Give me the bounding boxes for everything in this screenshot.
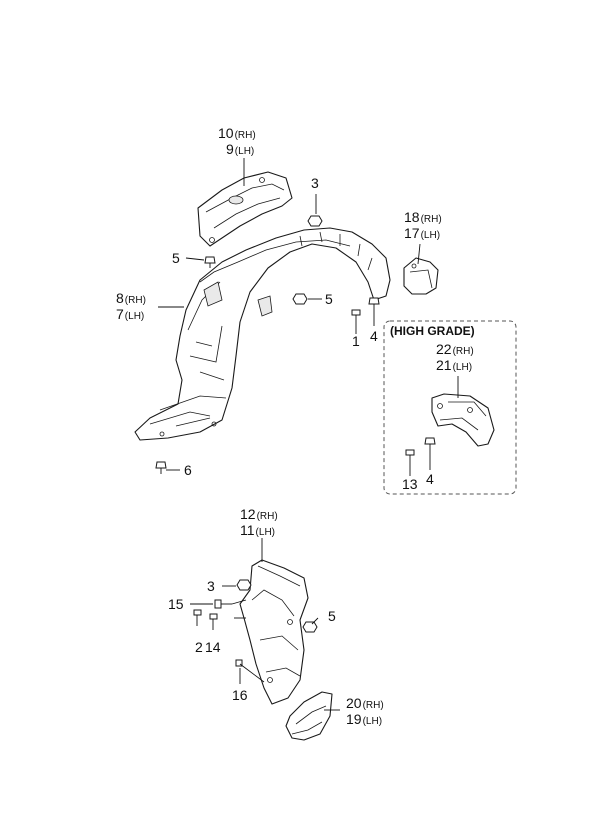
label-10: 10(RH) bbox=[218, 125, 256, 141]
clip-icon bbox=[368, 297, 380, 310]
rear-wheel-guard-part bbox=[239, 559, 309, 705]
label-18: 18(RH) bbox=[404, 209, 442, 225]
label-21: 21(LH) bbox=[436, 357, 472, 373]
label-2: 2 bbox=[195, 639, 203, 655]
label-7: 7(LH) bbox=[116, 306, 144, 322]
label-15: 15 bbox=[168, 596, 184, 612]
mud-flap-part bbox=[285, 691, 333, 741]
screw-icon bbox=[209, 613, 218, 630]
label-20: 20(RH) bbox=[346, 695, 384, 711]
label-6: 6 bbox=[184, 462, 192, 478]
front-wheel-liner-part bbox=[134, 227, 391, 441]
label-5-mid: 5 bbox=[325, 291, 333, 307]
high-grade-label: (HIGH GRADE) bbox=[390, 324, 475, 338]
hex-nut-icon bbox=[236, 579, 252, 591]
label-11: 11(LH) bbox=[240, 522, 275, 538]
screw-icon bbox=[405, 449, 415, 464]
liner-bracket-part bbox=[403, 257, 439, 295]
high-grade-flap-part bbox=[431, 393, 495, 447]
screw-icon bbox=[193, 609, 202, 626]
clip-icon bbox=[155, 461, 167, 474]
high-grade-box bbox=[383, 320, 517, 495]
label-3-lower: 3 bbox=[207, 578, 215, 594]
label-12: 12(RH) bbox=[240, 506, 278, 522]
label-9: 9(LH) bbox=[226, 141, 254, 157]
label-19: 19(LH) bbox=[346, 711, 382, 727]
label-13: 13 bbox=[402, 476, 418, 492]
hex-nut-icon bbox=[292, 293, 308, 305]
screw-icon bbox=[351, 309, 361, 326]
label-4-high-grade: 4 bbox=[426, 471, 434, 487]
clip-icon bbox=[424, 437, 436, 450]
label-4-upper: 4 bbox=[370, 328, 378, 344]
label-1: 1 bbox=[352, 333, 360, 349]
leader-lines bbox=[158, 158, 459, 711]
label-3-upper: 3 bbox=[311, 175, 319, 191]
clip-icon bbox=[204, 256, 216, 268]
label-14: 14 bbox=[205, 639, 221, 655]
screw-icon bbox=[214, 599, 232, 609]
label-5-lower: 5 bbox=[328, 608, 336, 624]
label-16: 16 bbox=[232, 687, 248, 703]
label-17: 17(LH) bbox=[404, 225, 440, 241]
upper-shield-part bbox=[197, 171, 293, 247]
screw-icon bbox=[235, 659, 265, 683]
label-5-left: 5 bbox=[172, 250, 180, 266]
label-8: 8(RH) bbox=[116, 290, 146, 306]
hex-nut-icon bbox=[302, 621, 318, 633]
label-22: 22(RH) bbox=[436, 341, 474, 357]
hex-nut-icon bbox=[307, 215, 323, 227]
